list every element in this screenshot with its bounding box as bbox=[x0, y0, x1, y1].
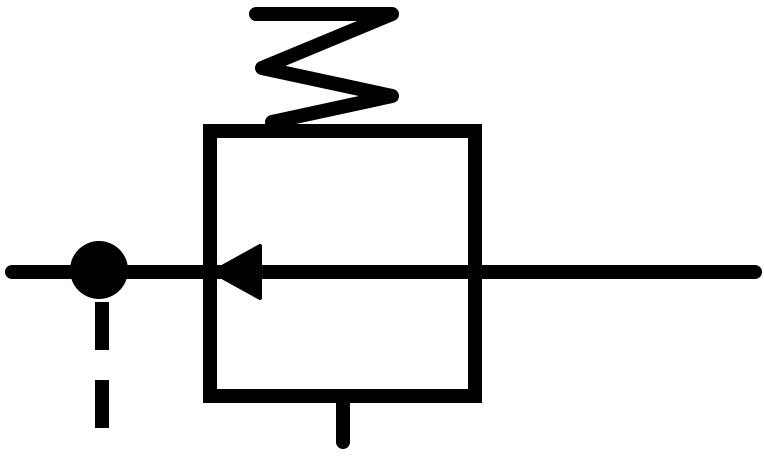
flow-arrow-icon bbox=[211, 244, 262, 300]
junction-dot bbox=[70, 241, 128, 299]
valve-body bbox=[203, 124, 482, 403]
spring-icon bbox=[249, 7, 399, 129]
